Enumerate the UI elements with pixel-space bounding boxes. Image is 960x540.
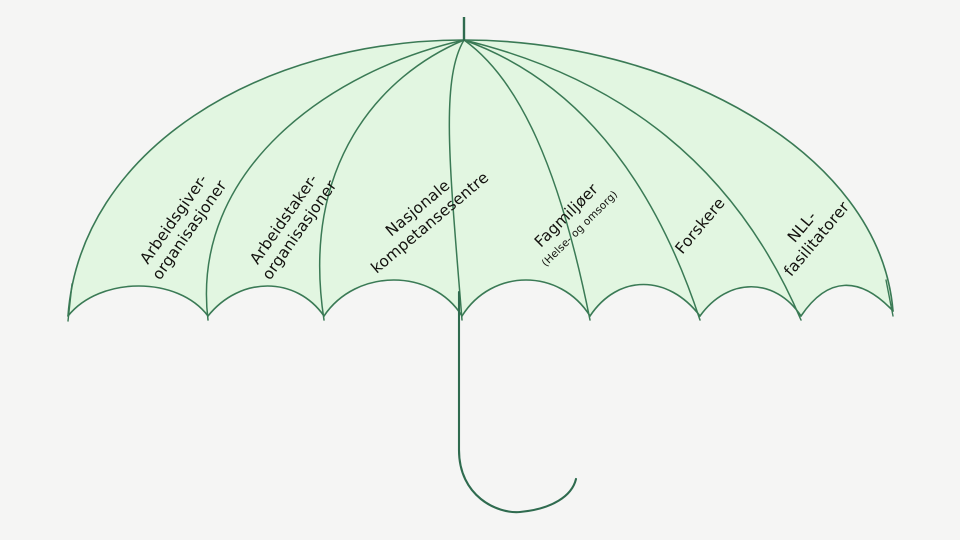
canopy-body: [68, 40, 893, 316]
rib-1: [205, 39, 465, 321]
rib-tip-right: [885, 279, 894, 317]
rib-6: [463, 39, 802, 321]
rib-tip-left: [67, 283, 73, 322]
umbrella-handle: [457, 290, 578, 514]
canopy-scallop-6: [699, 285, 802, 317]
rib-2: [319, 39, 465, 321]
canopy-scallop-2: [207, 285, 325, 317]
canopy-scallop-7: [800, 284, 894, 317]
rib-4: [463, 39, 591, 321]
canopy-ribs: [205, 39, 802, 321]
canopy-scallop-5: [589, 283, 701, 317]
canopy-scallop-3: [323, 279, 463, 317]
rib-3: [448, 39, 465, 321]
rib-5: [463, 39, 701, 321]
canopy-rib-tips: [67, 279, 894, 322]
canopy-fill: [68, 40, 893, 316]
canopy-scallop-1: [67, 285, 209, 317]
canopy-scallop-4: [461, 279, 591, 317]
